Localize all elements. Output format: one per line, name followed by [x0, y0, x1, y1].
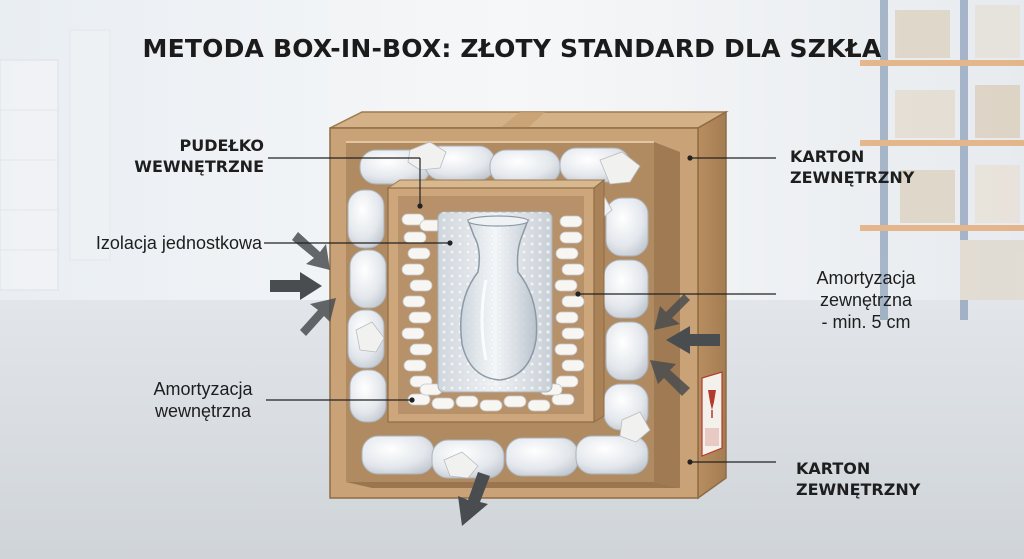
warehouse-door	[0, 29, 111, 291]
fragile-label-icon	[701, 371, 723, 457]
glass-vase-icon	[459, 215, 538, 381]
label-outer-carton-bottom-line2: ZEWNĘTRZNY	[796, 480, 921, 499]
label-outer-cushioning-line2: zewnętrzna	[819, 290, 913, 310]
label-inner-box: PUDEŁKO WEWNĘTRZNE	[110, 135, 264, 177]
label-outer-carton-top: KARTON ZEWNĘTRZNY	[790, 146, 970, 188]
label-outer-cushioning: Amortyzacja zewnętrzna - min. 5 cm	[786, 267, 946, 333]
page-title: METODA BOX-IN-BOX: ZŁOTY STANDARD DLA SZ…	[142, 34, 882, 63]
leader-lines	[264, 157, 776, 463]
label-outer-cushioning-line3: - min. 5 cm	[821, 312, 911, 332]
force-arrow-icon	[270, 232, 720, 526]
label-outer-carton-bottom: KARTON ZEWNĘTRZNY	[796, 458, 976, 500]
label-outer-carton-bottom-line1: KARTON	[796, 459, 871, 478]
label-outer-carton-top-line2: ZEWNĘTRZNY	[790, 168, 915, 187]
label-inner-cushioning: Amortyzacja wewnętrzna	[138, 378, 268, 422]
label-unit-isolation: Izolacja jednostkowa	[40, 232, 262, 254]
warehouse-shelves	[860, 0, 1024, 320]
label-inner-cushioning-line2: wewnętrzna	[154, 401, 252, 421]
label-outer-cushioning-line1: Amortyzacja	[816, 268, 916, 288]
packing-peanuts	[401, 213, 585, 412]
label-inner-box-line1: PUDEŁKO	[179, 136, 264, 155]
label-inner-cushioning-line1: Amortyzacja	[153, 379, 253, 399]
label-unit-isolation-text: Izolacja jednostkowa	[95, 233, 262, 253]
label-inner-box-line2: WEWNĘTRZNE	[134, 157, 264, 176]
label-outer-carton-top-line1: KARTON	[790, 147, 865, 166]
crumpled-paper	[355, 141, 651, 479]
